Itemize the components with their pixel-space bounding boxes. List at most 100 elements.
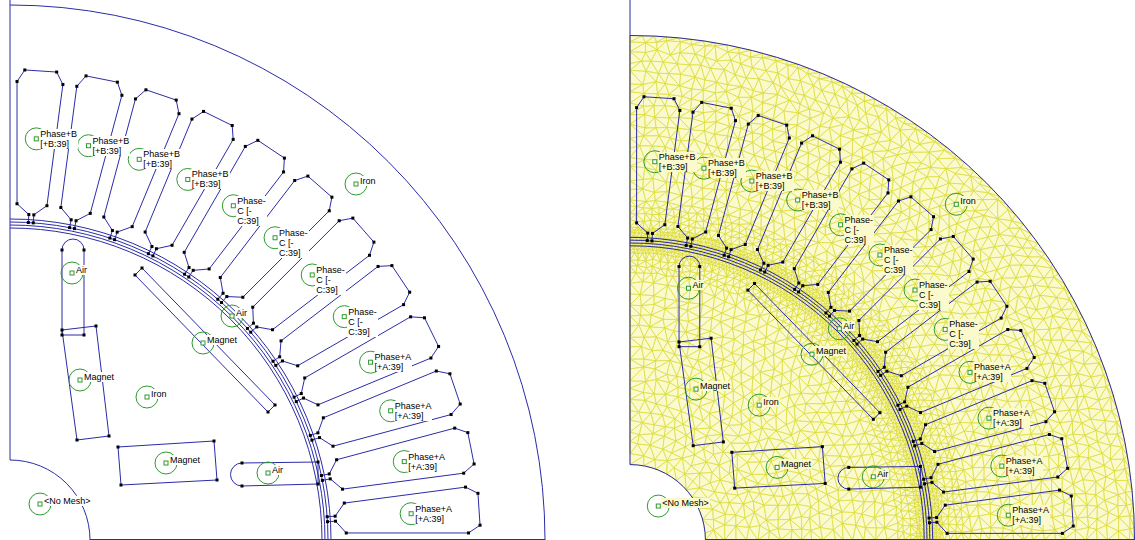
vertex-node [479,524,482,527]
block-marker [987,416,991,420]
stator-slot [310,371,460,446]
vertex-node [848,310,851,313]
magnet-block [748,284,880,420]
vertex-node [744,243,747,246]
vertex-node [476,492,479,495]
vertex-node [61,249,64,252]
vertex-node [797,290,800,293]
vertex-node [192,269,195,272]
vertex-node [83,249,86,252]
block-marker [409,512,413,516]
vertex-node [351,217,354,220]
vertex-node [935,516,938,519]
vertex-node [692,444,695,447]
vertex-node [330,196,333,199]
vertex-node [316,403,319,406]
vertex-node [924,423,927,426]
vertex-node [282,170,285,173]
vertex-node [678,265,681,268]
block-marker [656,504,660,508]
block-marker [1000,464,1004,468]
vertex-node [317,461,320,464]
vertex-node [108,237,111,240]
vertex-node [316,431,319,434]
vertex-node [920,442,923,445]
vertex-node [801,284,804,287]
vertex-node [216,479,219,482]
vertex-node [906,386,909,389]
vertex-node [293,179,296,182]
vertex-node [83,334,86,337]
vertex-node [1031,379,1034,382]
region-label: Phase+B [+B:39] [191,169,230,189]
vertex-node [858,334,861,337]
vertex-node [1060,437,1063,440]
vertex-node [727,255,730,258]
vertex-node [278,355,281,358]
boundary-arc [630,246,924,540]
vertex-node [928,521,931,524]
region-label: Phase+A [+A:39] [973,362,1011,382]
vertex-node [329,477,332,480]
vertex-node [785,124,788,127]
vertex-node [1044,420,1047,423]
vertex-node [900,374,903,377]
vertex-node [70,218,73,221]
vertex-node [111,229,114,232]
vertex-node [828,315,831,318]
vertex-node [704,230,707,233]
vertex-node [937,463,940,466]
block-marker [369,360,373,364]
vertex-node [343,502,346,505]
vertex-node [117,446,120,449]
vertex-node [746,289,749,292]
region-label: Iron [959,196,977,206]
vertex-node [872,418,875,421]
vertex-node [816,283,819,286]
vertex-node [725,247,728,250]
vertex-node [909,195,912,198]
vertex-node [759,269,762,272]
vertex-node [113,238,116,241]
vertex-node [190,118,193,121]
vertex-node [1058,489,1061,492]
boundary-arc [10,219,331,540]
vertex-node [944,504,947,507]
vertex-node [1019,329,1022,332]
vertex-node [267,411,270,414]
vertex-node [788,136,791,139]
vertex-node [939,237,942,240]
vertex-node [177,112,180,115]
region-label: Phase+A [+A:39] [414,504,452,524]
vertex-node [345,531,348,534]
vertex-node [175,99,178,102]
vertex-node [685,244,688,247]
vertex-node [1025,367,1028,370]
vertex-node [887,178,890,181]
region-label: Iron [762,397,780,407]
vertex-node [862,162,865,165]
region-label: <No Mesh> [43,496,92,506]
region-label: Phase+B [+B:39] [707,158,746,178]
boundary-line [630,0,631,465]
magnet-block [118,441,217,485]
vertex-node [377,265,380,268]
block-marker [839,223,843,227]
vertex-node [972,258,975,261]
vertex-node [466,431,469,434]
vertex-node [27,213,30,216]
vertex-node [281,359,284,362]
vertex-node [303,376,306,379]
vertex-node [678,345,681,348]
vertex-node [942,491,945,494]
vertex-node [134,274,137,277]
block-marker [750,179,754,183]
block-marker [86,144,90,148]
vertex-node [753,282,756,285]
vertex-node [23,68,26,71]
vertex-node [876,340,879,343]
outline-group [10,0,545,540]
vertex-node [762,262,765,265]
vertex-node [219,276,222,279]
vertex-node [722,440,725,443]
